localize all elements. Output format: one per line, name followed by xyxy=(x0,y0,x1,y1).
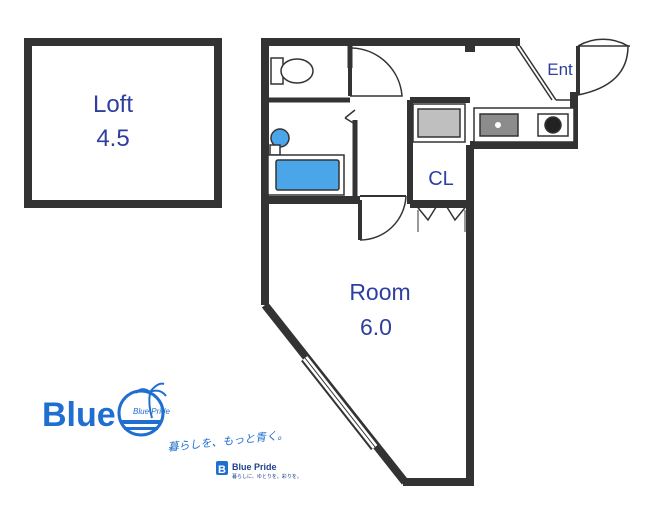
svg-text:B: B xyxy=(218,464,226,476)
loft-outline xyxy=(24,38,222,208)
loft-size: 4.5 xyxy=(96,125,129,152)
wash-basin xyxy=(269,128,290,156)
toilet-bowl xyxy=(280,58,314,84)
company-logo: Blue Blue Pride 暮らしを、もっと青く。 B Blue Pride… xyxy=(42,382,302,480)
blue-pride-b-icon: B xyxy=(216,461,228,476)
palm-badge-text: Blue Pride xyxy=(133,407,170,416)
closet-label: CL xyxy=(428,168,454,190)
pillar-mark xyxy=(465,42,475,52)
basin-base xyxy=(269,144,281,156)
loft: Loft 4.5 xyxy=(24,38,222,208)
entrance-frame xyxy=(515,45,574,101)
room-size: 6.0 xyxy=(360,314,392,340)
toilet-door xyxy=(348,47,403,97)
toilet xyxy=(270,57,314,85)
entrance-label: Ent xyxy=(547,60,573,79)
entrance-step-line-3 xyxy=(515,45,553,101)
logo-company-sub: 暮らしに、ゆとりを。彩りを。 xyxy=(232,473,302,480)
kitchen xyxy=(473,107,575,143)
entrance-step-line xyxy=(519,45,557,101)
logo-brand-word: Blue xyxy=(42,396,116,434)
window xyxy=(301,354,379,451)
room-door xyxy=(358,195,407,241)
stove-burner xyxy=(544,116,562,134)
palm-badge-icon: Blue Pride xyxy=(117,382,170,437)
bath-door xyxy=(344,109,356,125)
laundry-pan xyxy=(412,103,466,143)
loft-name: Loft xyxy=(93,91,133,118)
bathtub xyxy=(267,154,345,196)
bathtub-water xyxy=(275,159,340,191)
closet-doors xyxy=(414,203,469,232)
room-name: Room xyxy=(349,279,410,305)
logo-tagline: 暮らしを、もっと青く。 xyxy=(167,428,289,454)
entrance-door xyxy=(576,38,630,96)
logo-company: Blue Pride xyxy=(232,462,277,472)
